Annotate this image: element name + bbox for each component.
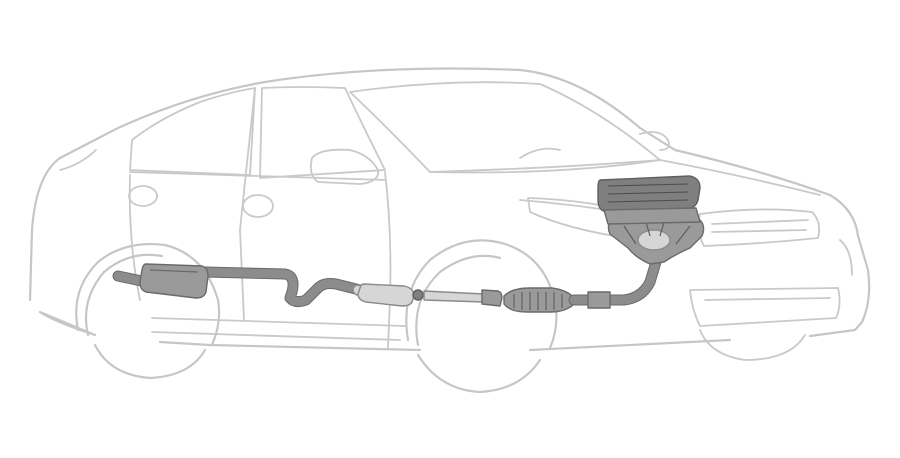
intermediate-pipe bbox=[423, 290, 485, 303]
front-door-handle bbox=[242, 194, 274, 218]
cylinder-head-base bbox=[603, 207, 701, 225]
resonator-flange bbox=[412, 289, 424, 301]
front-wheel-rear-right bbox=[699, 329, 806, 361]
front-pipe bbox=[569, 257, 661, 305]
front-wheel bbox=[405, 239, 558, 394]
muffler bbox=[139, 263, 209, 299]
lower-intake bbox=[689, 287, 841, 327]
pipe-joint bbox=[481, 289, 503, 307]
exhaust-system bbox=[112, 175, 705, 313]
front-grille bbox=[697, 208, 821, 247]
rear-wheel bbox=[75, 243, 221, 380]
rear-door-handle bbox=[128, 185, 158, 207]
car-body-outline bbox=[28, 67, 871, 352]
rear-pipe bbox=[200, 267, 365, 307]
manifold-collector bbox=[637, 229, 671, 251]
resonator bbox=[357, 283, 415, 307]
side-mirror bbox=[309, 148, 380, 185]
front-pipe-joint bbox=[587, 291, 611, 309]
